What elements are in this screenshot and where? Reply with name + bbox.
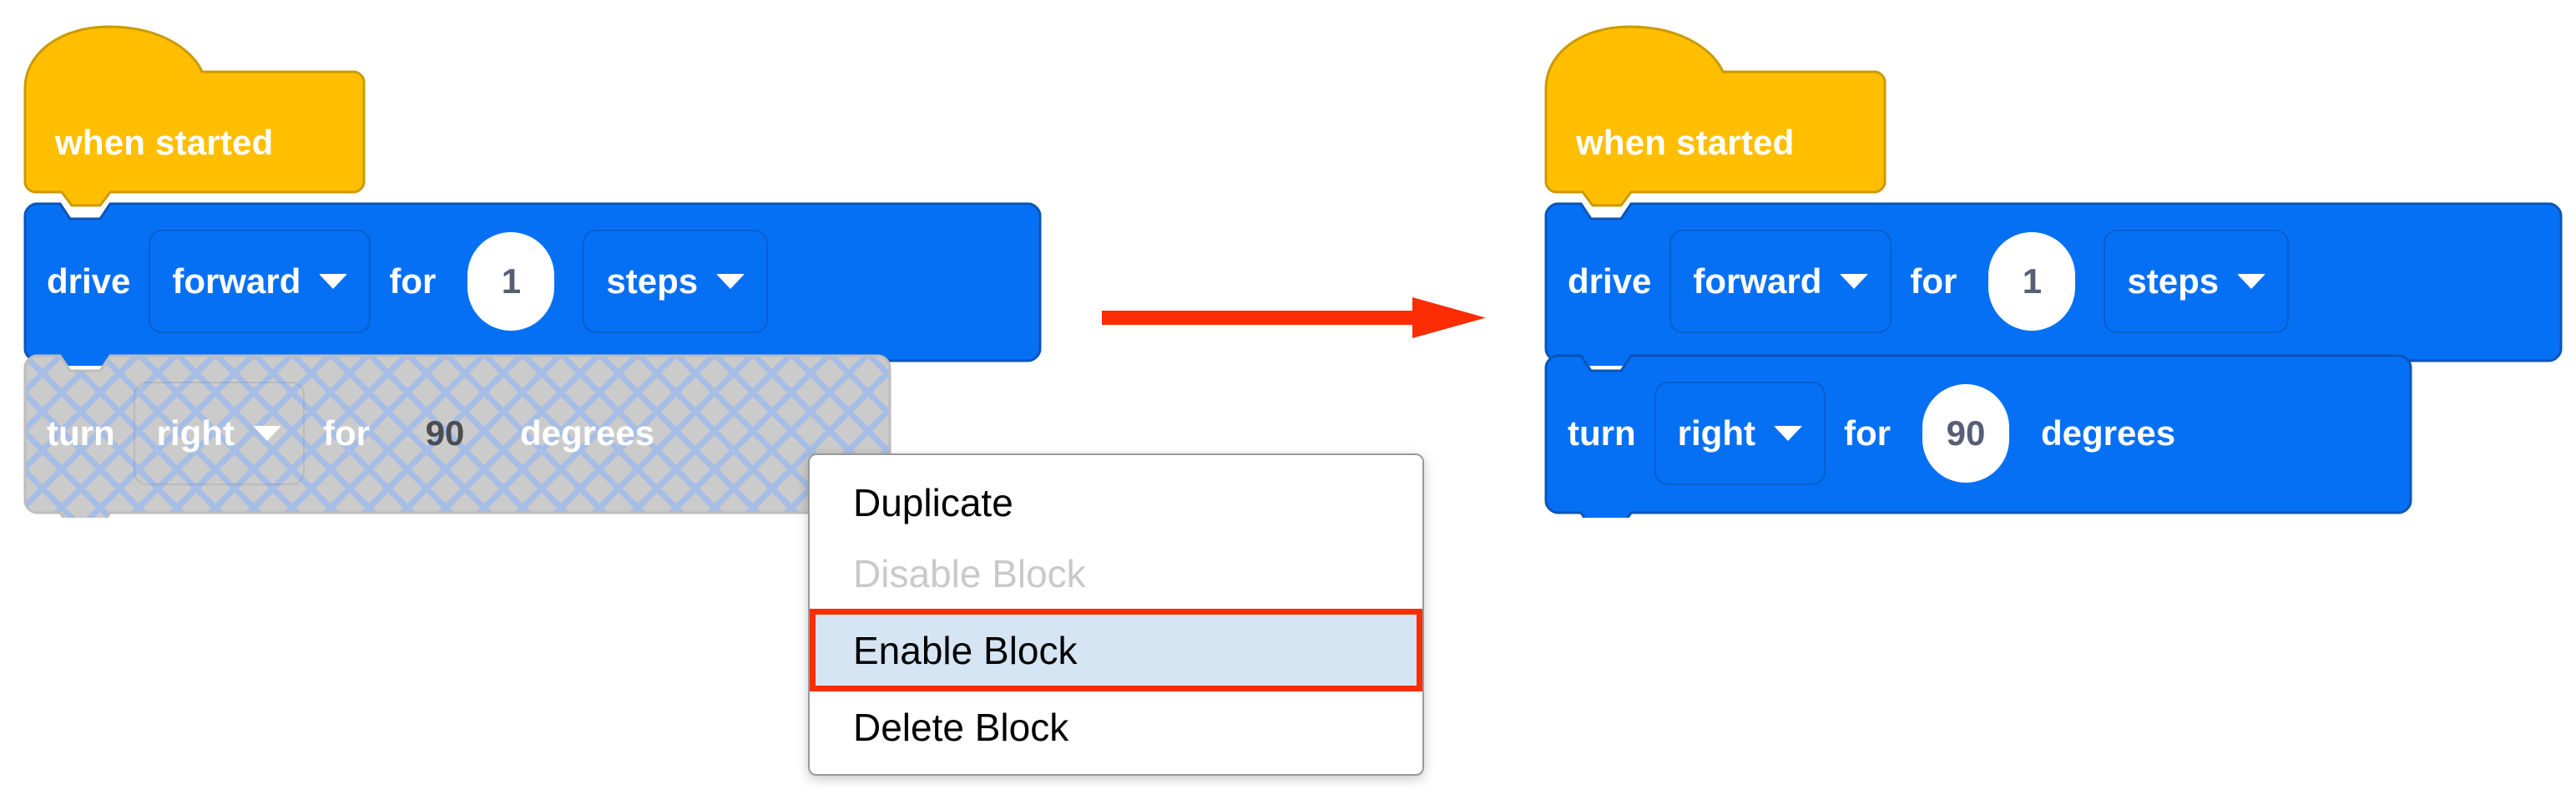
drive-block-content: drive forward for 1 steps (23, 207, 1058, 356)
hat-block-shape (1544, 25, 1887, 207)
drive-unit-value: steps (606, 261, 699, 301)
turn-verb-label: turn (1568, 413, 1636, 453)
drive-verb-label: drive (47, 261, 131, 301)
before-block-stack: when started drive forward for 1 steps (23, 23, 1058, 518)
turn-direction-dropdown[interactable]: right (1654, 382, 1826, 485)
turn-direction-value: right (1677, 413, 1755, 453)
drive-direction-value: forward (1693, 261, 1822, 301)
chevron-down-icon (1840, 274, 1869, 289)
after-block-stack: when started drive forward for 1 steps (1544, 23, 2576, 518)
turn-block-content: turn right for 90 degrees (1544, 359, 2429, 508)
turn-for-label: for (1843, 413, 1891, 453)
drive-direction-value: forward (172, 261, 301, 301)
hat-block-shape (23, 25, 366, 207)
chevron-down-icon (252, 426, 281, 441)
drive-amount-input[interactable]: 1 (1988, 232, 2076, 331)
turn-for-label: for (322, 413, 370, 453)
turn-block-content: turn right for 90 degrees (23, 359, 908, 508)
hat-block-label: when started (1576, 123, 1795, 162)
turn-amount-input[interactable]: 90 (402, 384, 488, 483)
when-started-hat-block[interactable]: when started (23, 23, 367, 207)
turn-amount-value: 90 (1946, 413, 1986, 453)
drive-verb-label: drive (1568, 261, 1652, 301)
turn-unit-label: degrees (519, 413, 655, 453)
drive-unit-value: steps (2127, 261, 2220, 301)
context-menu-item-disable-block: Disable Block (853, 551, 1086, 595)
drive-unit-dropdown[interactable]: steps (2104, 230, 2290, 333)
turn-block-disabled[interactable]: turn right for 90 degrees (23, 354, 908, 518)
drive-block[interactable]: drive forward for 1 steps (1544, 202, 2576, 366)
chevron-down-icon (2237, 274, 2266, 289)
drive-for-label: for (1910, 261, 1957, 301)
transition-arrow-icon (1102, 297, 1486, 338)
turn-direction-dropdown[interactable]: right (133, 382, 305, 485)
turn-direction-value: right (156, 413, 235, 453)
drive-unit-dropdown[interactable]: steps (583, 230, 769, 333)
drive-for-label: for (389, 261, 437, 301)
context-menu-item-enable-block[interactable]: Enable Block (810, 609, 1422, 691)
context-menu-item-delete-block[interactable]: Delete Block (853, 705, 1069, 749)
drive-block-content: drive forward for 1 steps (1544, 207, 2576, 356)
drive-amount-value: 1 (2022, 261, 2043, 301)
turn-amount-value: 90 (425, 413, 465, 453)
drive-amount-value: 1 (501, 261, 522, 301)
context-menu-item-duplicate[interactable]: Duplicate (853, 480, 1013, 524)
chevron-down-icon (716, 274, 745, 289)
when-started-hat-block[interactable]: when started (1544, 23, 1888, 207)
turn-verb-label: turn (47, 413, 115, 453)
chevron-down-icon (1773, 426, 1802, 441)
drive-amount-input[interactable]: 1 (467, 232, 555, 331)
turn-unit-label: degrees (2040, 413, 2176, 453)
drive-direction-dropdown[interactable]: forward (1669, 230, 1892, 333)
drive-block[interactable]: drive forward for 1 steps (23, 202, 1058, 366)
chevron-down-icon (319, 274, 348, 289)
turn-block[interactable]: turn right for 90 degrees (1544, 354, 2429, 518)
turn-amount-input[interactable]: 90 (1922, 384, 2009, 483)
block-context-menu[interactable]: Duplicate Disable Block Enable Block Del… (808, 453, 1424, 776)
drive-direction-dropdown[interactable]: forward (149, 230, 371, 333)
hat-block-label: when started (55, 123, 274, 162)
